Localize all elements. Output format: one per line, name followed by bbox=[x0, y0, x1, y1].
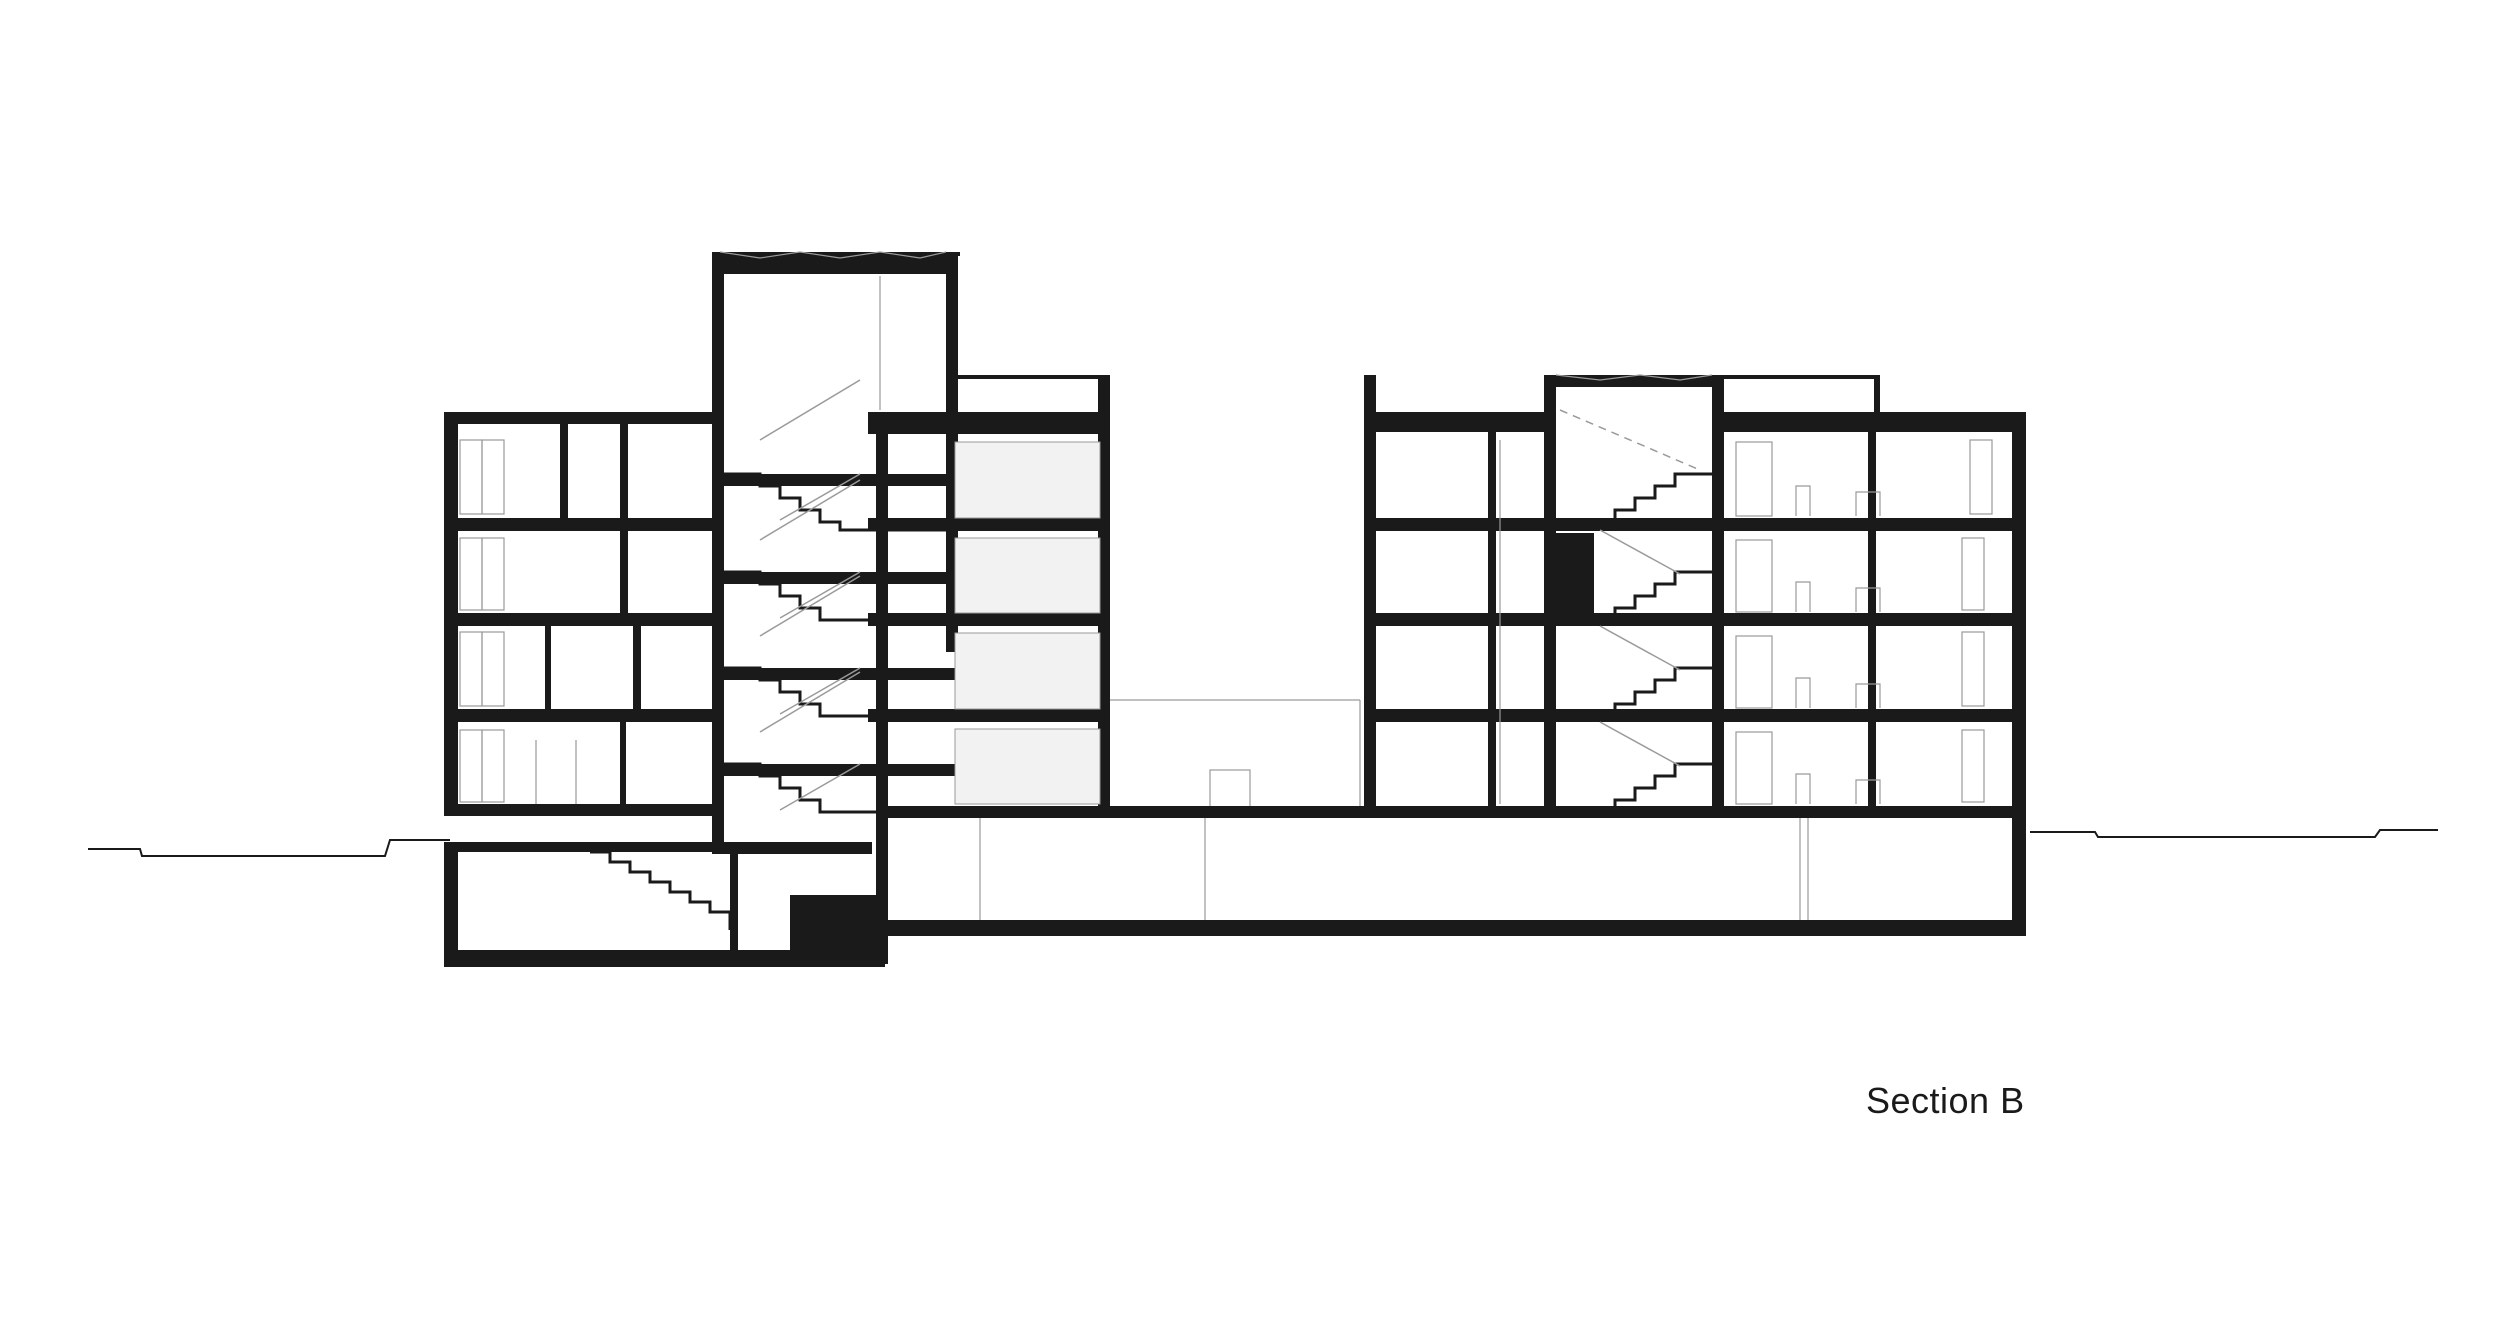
right-building-block bbox=[1364, 375, 2026, 815]
podium-slab bbox=[884, 806, 2026, 936]
left-block-glazing bbox=[954, 441, 1101, 805]
left-core-stairs bbox=[724, 472, 946, 814]
right-block-structure bbox=[1364, 375, 2026, 815]
left-roof bbox=[444, 412, 712, 424]
right-core-stairs bbox=[1556, 472, 1712, 814]
right-roof bbox=[1376, 412, 1488, 424]
section-title: Section B bbox=[1866, 1080, 2025, 1121]
right-roof-2 bbox=[1880, 412, 2012, 424]
tower-top-details bbox=[719, 251, 1713, 381]
left-block-fine-lines bbox=[459, 276, 1361, 811]
left-basement-stair bbox=[590, 850, 732, 930]
left-block-structure bbox=[444, 252, 1110, 967]
left-core-stair-rails bbox=[759, 379, 861, 811]
podium-fine-lines bbox=[979, 818, 1809, 920]
right-block-fine-lines bbox=[1499, 439, 1993, 805]
right-core-stair-rails bbox=[1559, 409, 1701, 767]
left-building-block bbox=[444, 252, 1361, 967]
ground-line bbox=[88, 829, 2438, 857]
